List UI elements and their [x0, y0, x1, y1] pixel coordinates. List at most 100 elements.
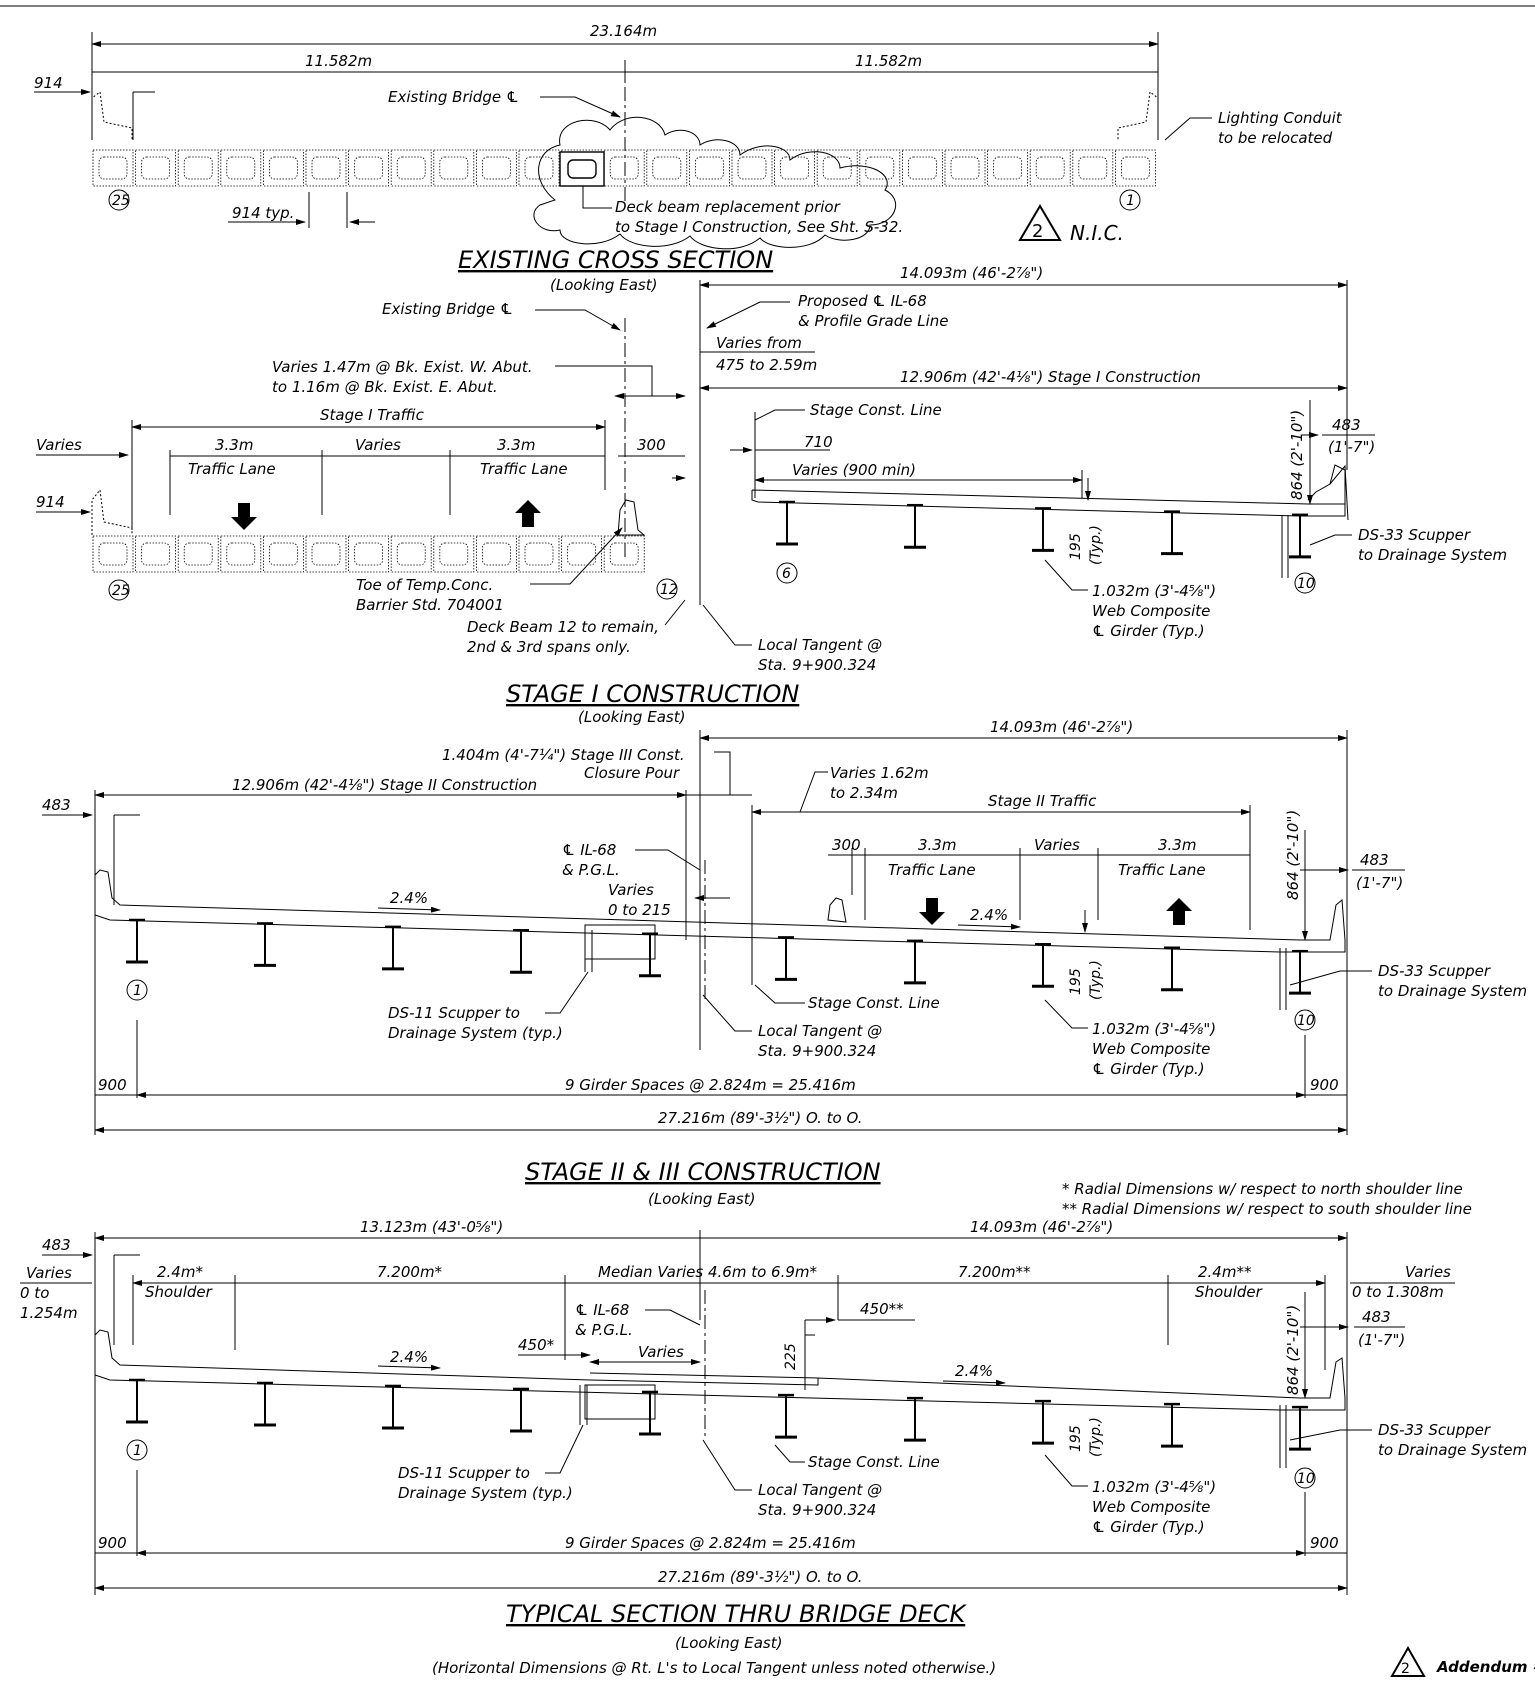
dimension-195: 195	[1068, 968, 1084, 995]
right-overall-dimension: 14.093m (46'-2⅞")	[970, 1218, 1113, 1236]
remaining-deck-beam	[475, 535, 517, 573]
stage1-existing-portion: Existing Bridge ℄ Varies 1.47m @ Bk. Exi…	[36, 300, 686, 656]
steel-girder	[1287, 949, 1313, 995]
varies-162-line2: to 2.34m	[830, 784, 898, 802]
remaining-deck-beam	[348, 535, 390, 573]
cloud-note-line1: Deck beam replacement prior	[615, 198, 841, 216]
leader	[702, 1439, 752, 1491]
lighting-note-line2: to be relocated	[1218, 129, 1333, 147]
nic-label: N.I.C.	[1070, 221, 1124, 245]
deck-beam-12-note-line2: 2nd & 3rd spans only.	[467, 638, 631, 656]
steel-girder	[124, 918, 150, 964]
leader	[774, 1444, 805, 1463]
stage1-title: STAGE I CONSTRUCTION	[506, 680, 799, 708]
local-tangent-line2: Sta. 9+900.324	[758, 656, 876, 674]
lane-width-2: 3.3m	[497, 436, 535, 454]
shoulder-width-right: 2.4m**	[1198, 1263, 1252, 1281]
stage1-deck-slab	[751, 464, 1346, 517]
girder-note-line1: 1.032m (3'-4⅝")	[1092, 582, 1216, 600]
steel-girder	[1159, 510, 1185, 556]
steel-girder	[1159, 1402, 1185, 1448]
stage2-width: 12.906m (42'-4⅛") Stage II Construction	[232, 776, 537, 794]
existing-deck-beam	[475, 149, 517, 187]
beam-number-circle	[656, 578, 678, 600]
dimension-483: 483	[1332, 416, 1361, 434]
remaining-deck-beam	[262, 535, 304, 573]
girder-note-line3: ℄ Girder (Typ.)	[1092, 1518, 1205, 1536]
stage-construction-line-label: Stage Const. Line	[810, 401, 942, 419]
stage1-width: 12.906m (42'-4⅛") Stage I Construction	[900, 368, 1201, 386]
il68-centerline-line1: ℄ IL-68	[562, 841, 616, 859]
beam-number-circle	[108, 579, 130, 601]
left-barrier	[91, 91, 133, 140]
dimension-864: 864 (2'-10")	[1284, 810, 1302, 900]
steel-girder	[902, 939, 928, 985]
remaining-deck-beam	[433, 535, 475, 573]
ds33-note-line2: to Drainage System	[1378, 1441, 1527, 1459]
steel-girder	[252, 1381, 278, 1427]
leader	[530, 527, 623, 585]
typical-note: (Horizontal Dimensions @ Rt. L's to Loca…	[432, 1659, 996, 1677]
dimension-483-left: 483	[42, 796, 71, 814]
existing-deck-beam	[348, 149, 390, 187]
lane-width-1: 3.3m	[918, 836, 956, 854]
steel-girder	[773, 935, 799, 981]
existing-deck-beam	[1029, 149, 1071, 187]
closure-pour-line2: Closure Pour	[584, 764, 680, 782]
varies-right-line1: Varies	[1405, 1263, 1451, 1281]
beam-number-right: 12	[660, 582, 678, 598]
existing-deck-beam	[92, 149, 134, 187]
removed-barrier	[91, 488, 133, 535]
steel-girder	[637, 932, 663, 978]
revision-cloud	[533, 116, 897, 250]
girder-number-right: 10	[1297, 576, 1315, 592]
leader	[1044, 559, 1088, 591]
new-overall-dimension: 14.093m (46'-2⅞")	[900, 264, 1043, 282]
il68-centerline-line2: & P.G.L.	[562, 861, 620, 879]
leader	[754, 984, 805, 1004]
girder-number-circle	[126, 1439, 148, 1461]
ds11-note-line2: Drainage System (typ.)	[398, 1484, 573, 1502]
remaining-deck-beams	[92, 535, 645, 573]
girder-note-line2: Web Composite	[1092, 1498, 1210, 1516]
lanes-width-left: 7.200m*	[377, 1263, 443, 1281]
girder-number-circle	[126, 979, 148, 1001]
dimension-483-ft: (1'-7")	[1358, 1331, 1405, 1349]
dimension-195: 195	[1068, 533, 1084, 560]
steel-girder	[637, 1390, 663, 1436]
girder-note-line1: 1.032m (3'-4⅝")	[1092, 1020, 1216, 1038]
remaining-deck-beam	[561, 535, 602, 573]
existing-deck-beam	[859, 149, 901, 187]
beam-number-circle	[108, 189, 130, 211]
leader	[535, 309, 621, 331]
existing-deck-beam	[177, 149, 219, 187]
girder-number-circle	[1294, 1009, 1316, 1031]
shoulder-width-left: 2.4m*	[157, 1263, 203, 1281]
steel-girder	[774, 500, 800, 546]
dimension-450-right: 450**	[860, 1300, 904, 1318]
remaining-deck-beam	[177, 535, 219, 573]
beam-spacing-dimension: 914 typ.	[232, 204, 294, 222]
leader	[1289, 1429, 1372, 1441]
slope-left: 2.4%	[390, 1348, 428, 1366]
shoulder-label-right: Shoulder	[1195, 1283, 1263, 1301]
slope-right: 2.4%	[970, 906, 1008, 924]
existing-section-subtitle: (Looking East)	[550, 276, 657, 294]
slope-arrow	[377, 906, 441, 913]
addendum-triangle-icon	[1390, 1645, 1426, 1677]
il68-centerline-line1: ℄ IL-68	[575, 1301, 629, 1319]
girder-number-right: 10	[1297, 1013, 1315, 1029]
local-tangent-line1: Local Tangent @	[758, 1022, 882, 1040]
slope-arrow	[942, 1379, 1006, 1386]
addendum-label: Addendum #	[1436, 1658, 1535, 1676]
leader	[645, 1309, 701, 1326]
girder-number-left: 6	[782, 566, 791, 582]
existing-cross-section: 23.164m 11.582m 11.582m 914 Existing Bri…	[34, 22, 1343, 294]
stage1-subtitle: (Looking East)	[578, 708, 685, 726]
dimension-483-right: 483	[1362, 1308, 1391, 1326]
dimension-864: 864 (2'-10")	[1288, 410, 1306, 500]
remaining-deck-beam	[220, 535, 262, 573]
remaining-deck-beam	[305, 535, 347, 573]
girder-note-line1: 1.032m (3'-4⅝")	[1092, 1478, 1216, 1496]
